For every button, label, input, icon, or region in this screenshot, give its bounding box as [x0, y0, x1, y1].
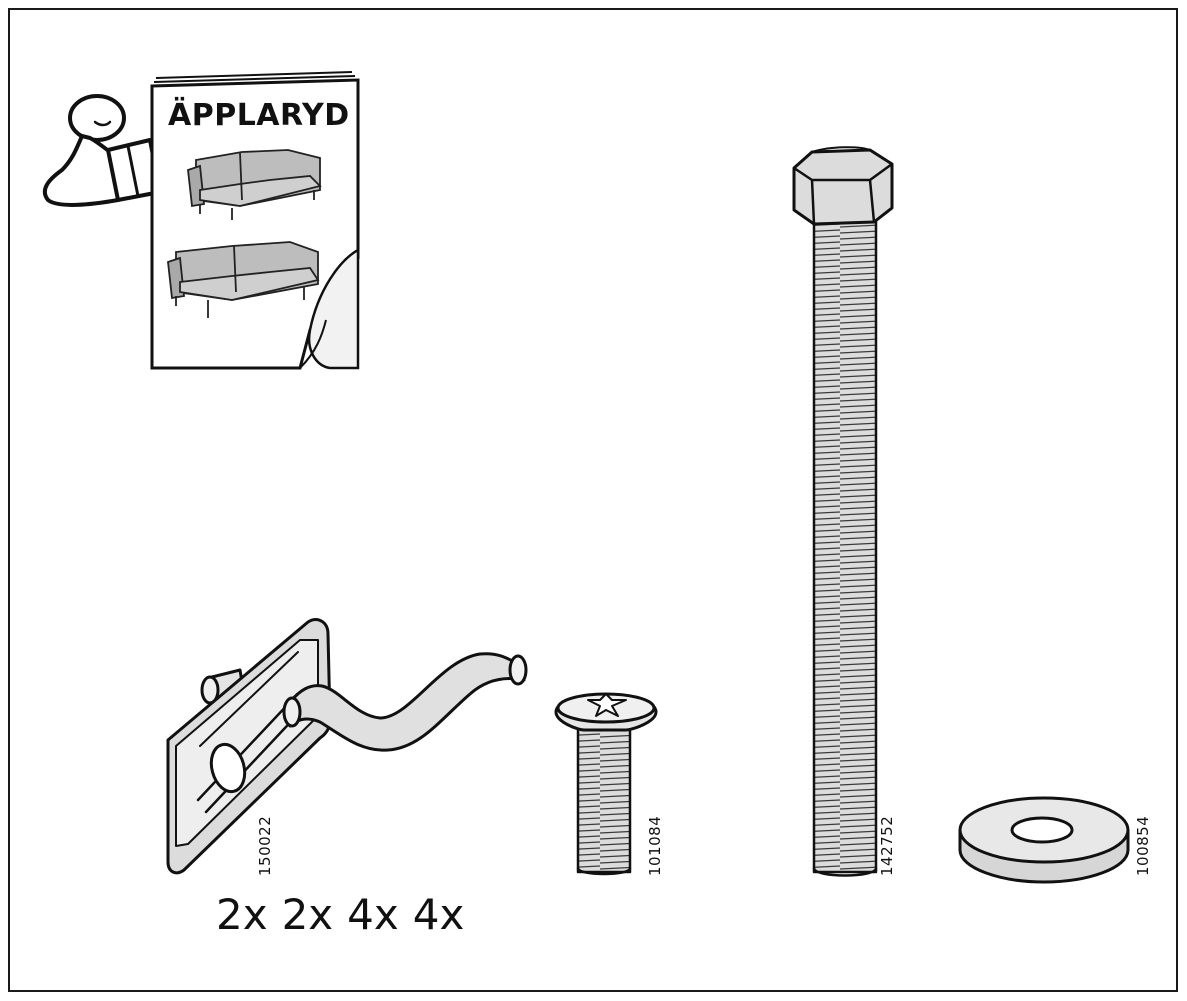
- manual-product-name: ÄPPLARYD: [168, 98, 350, 133]
- person-reading-icon: [42, 94, 162, 207]
- instruction-booklet-icon: [150, 71, 360, 370]
- quantity-screw: 2x: [281, 890, 334, 939]
- hex-bolt-icon: [792, 146, 894, 877]
- quantity-bracket: 2x: [216, 890, 268, 939]
- part-number-bolt: 142752: [878, 815, 896, 876]
- part-number-bracket: 150022: [256, 815, 274, 876]
- sofa-illustration: [167, 241, 320, 318]
- part-number-screw: 101084: [646, 815, 664, 876]
- bracket-hook-icon: [166, 618, 528, 875]
- quantity-bolt: 4x: [347, 890, 399, 939]
- phillips-screw-icon: [554, 692, 658, 876]
- part-number-washer: 100854: [1134, 815, 1152, 876]
- sofa-illustration: [187, 149, 322, 220]
- quantity-list: 2x 2x 4x 4x: [216, 890, 464, 939]
- quantity-washer: 4x: [412, 890, 465, 939]
- washer-icon: [958, 796, 1130, 884]
